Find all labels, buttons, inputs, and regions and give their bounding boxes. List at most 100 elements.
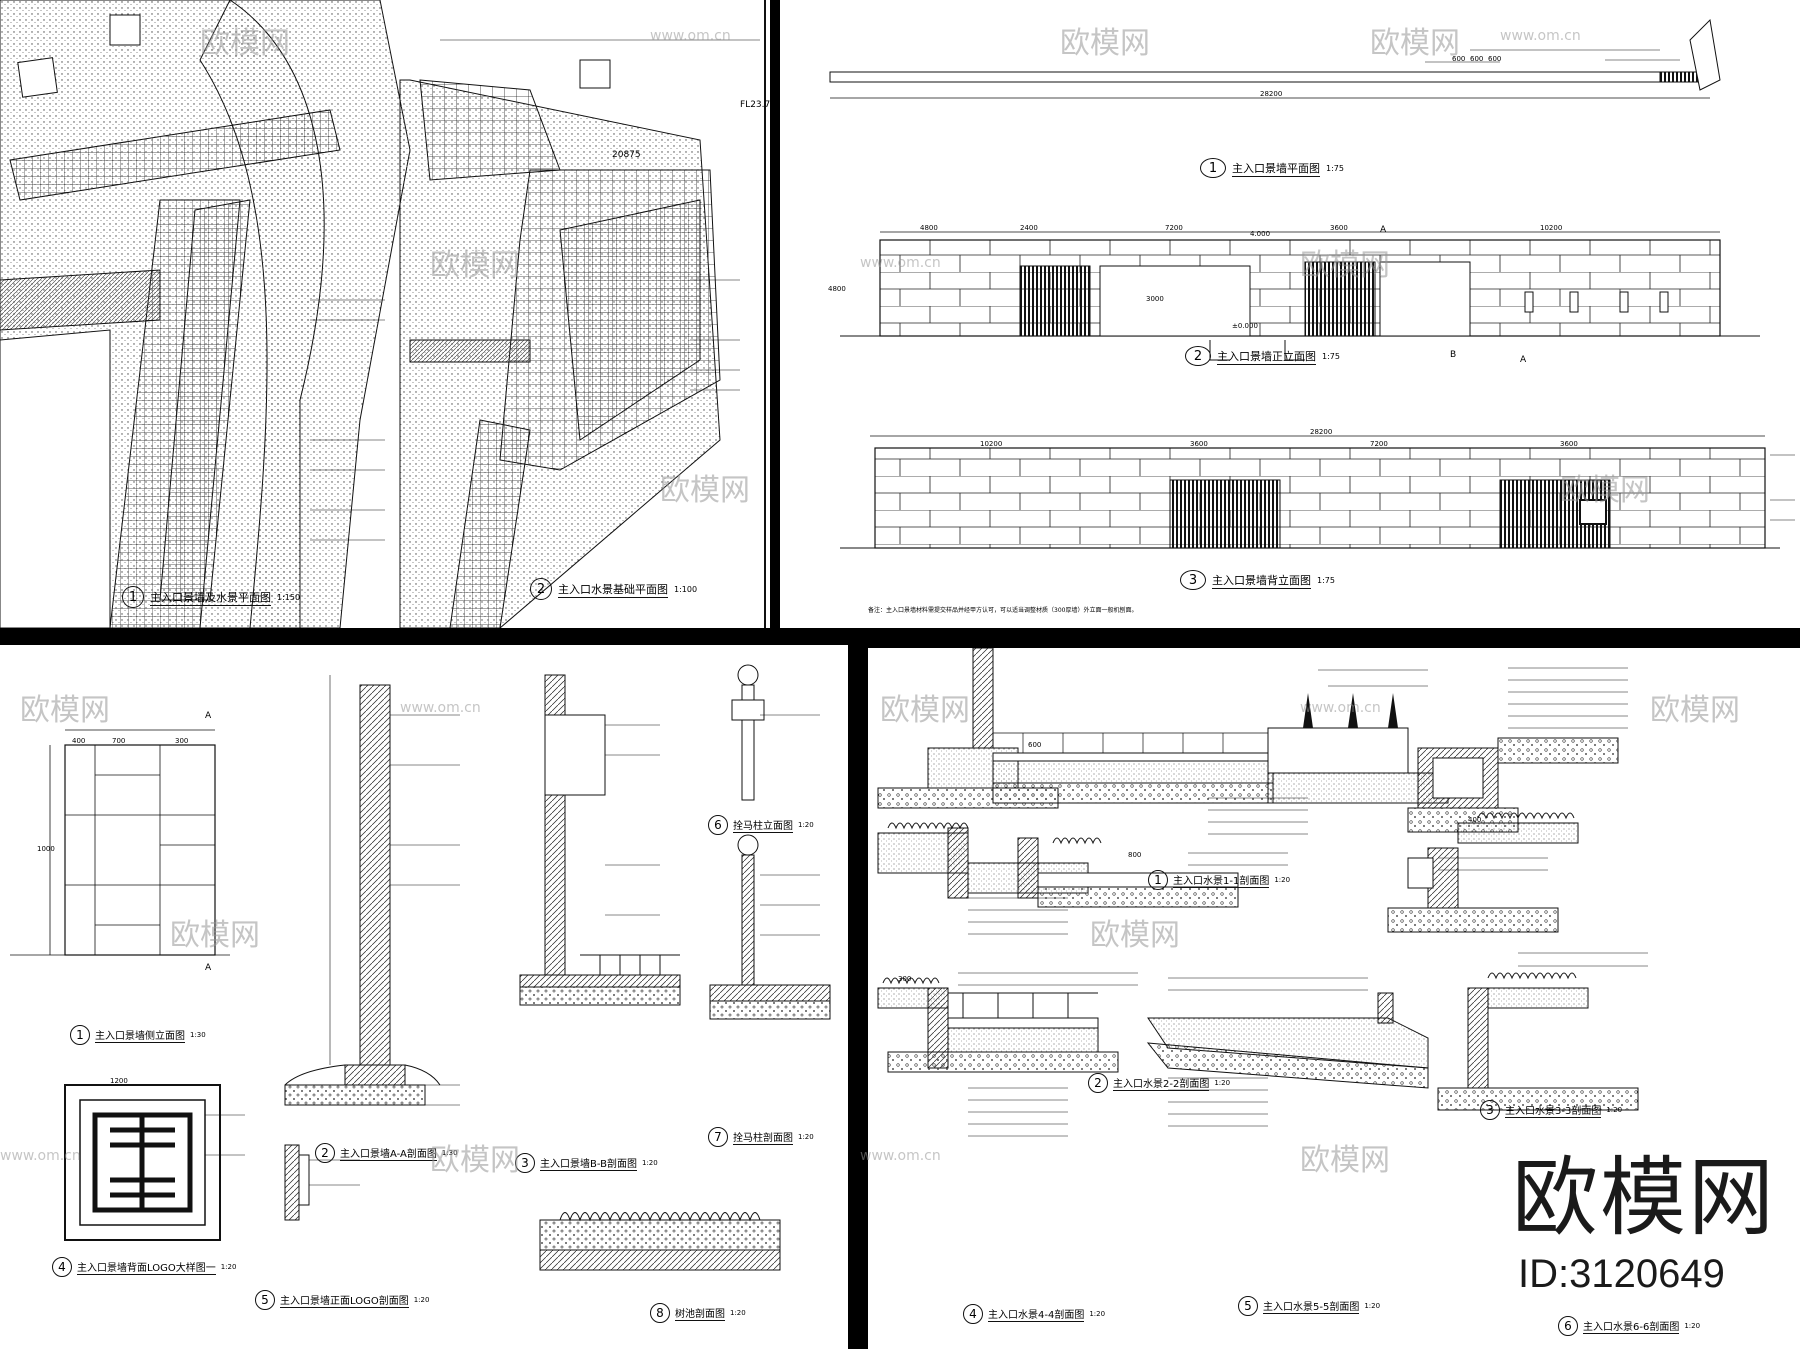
view-title-text: 主入口水景2-2剖面图 [1113,1075,1210,1091]
view-title-text: 主入口景墙背面LOGO大样图一 [77,1259,216,1275]
view-title-1: 1 主入口景墙平面图 1:75 [1200,158,1344,178]
view-title-text: 主入口水景3-3剖面图 [1505,1102,1602,1118]
view-title-text: 拴马柱剖面图 [733,1129,793,1145]
view-scale: 1:75 [1326,163,1344,173]
dim-label: 1000 [37,845,55,853]
dim-label: 1200 [110,1077,128,1085]
level-label: 4.000 [1250,230,1271,238]
view-title-3: 3 主入口水景3-3剖面图 1:20 [1480,1100,1622,1120]
dim-label: 300 [175,737,189,745]
view-title-text: 主入口水景5-5剖面图 [1263,1298,1360,1314]
view-title-3: 3 主入口景墙B-B剖面图 1:20 [515,1153,658,1173]
dim-label: 600 [1488,55,1502,63]
view-scale: 1:150 [277,592,301,602]
view-number-badge: 3 [1480,1100,1500,1120]
dim-label: 10200 [1540,224,1563,232]
view-scale: 1:75 [1317,575,1335,585]
view-scale: 1:20 [220,1263,237,1271]
view-title-6: 6 主入口水景6-6剖面图 1:20 [1558,1316,1700,1336]
view-scale: 1:20 [798,821,814,829]
view-number-badge: 5 [1238,1296,1258,1316]
view-number-badge: 4 [963,1304,983,1324]
view-number-badge: 1 [70,1025,90,1045]
section-mark: A [1520,355,1527,365]
view-title-text: 树池剖面图 [675,1305,725,1321]
view-title-text: 主入口水景6-6剖面图 [1583,1318,1680,1334]
level-label: ±0.000 [1232,322,1258,330]
panel-bottom-left: 400 700 300 1200 1000 A A 1 主入口景墙侧立面图 1:… [0,645,848,1349]
view-title-3: 3 主入口景墙背立面图 1:75 [1180,570,1335,590]
dim-label: 7200 [1165,224,1183,232]
view-scale: 1:20 [1274,876,1291,884]
view-scale: 1:100 [674,584,698,594]
panel-bottom-right: 600 800 400 300 1 主入口水景1-1剖面图 1:20 2 主入口… [868,648,1800,1349]
view-title-text: 主入口景墙正面LOGO剖面图 [280,1292,409,1308]
view-title-6: 6 拴马柱立面图 1:20 [708,815,814,835]
view-title-text: 拴马柱立面图 [733,817,793,833]
view-scale: 1:20 [1214,1079,1231,1087]
dim-label: 600 [1452,55,1466,63]
dim-label: 2400 [1020,224,1038,232]
view-title-2: 2 主入口水景2-2剖面图 1:20 [1088,1073,1230,1093]
view-number-badge: 6 [1558,1316,1578,1336]
dim-label: 7200 [1370,440,1388,448]
view-number-badge: 8 [650,1303,670,1323]
view-number-badge: 2 [315,1143,335,1163]
view-number-badge: 1 [1200,158,1226,178]
dim-label: 3600 [1560,440,1578,448]
panel-top-right: 600 600 600 28200 4800 2400 7200 3600 10… [780,0,1800,628]
view-title-1: 1 主入口水景1-1剖面图 1:20 [1148,870,1290,890]
view-scale: 1:20 [1606,1106,1623,1114]
view-number-badge: 2 [1088,1073,1108,1093]
section-mark: A [205,963,212,973]
view-title-text: 主入口水景基础平面图 [558,582,668,598]
section-mark: B [1450,350,1457,360]
view-number-badge: 2 [530,578,552,600]
view-scale: 1:30 [190,1031,206,1039]
dim-label: 3600 [1330,224,1348,232]
view-number-badge: 5 [255,1290,275,1310]
view-title-2: 2 主入口水景基础平面图 1:100 [530,578,697,600]
section-mark: A [205,711,212,721]
site-plan-drawing [0,0,766,628]
dim-label: 4800 [828,285,846,293]
dim-label: 800 [1128,851,1142,859]
view-scale: 1:20 [1364,1302,1381,1310]
dim-label: 20875 [612,150,641,160]
view-title-text: 主入口景墙平面图 [1232,161,1320,177]
waterscape-section-drawing [877,648,1648,1137]
dim-label: 300 [898,975,912,983]
view-title-5: 5 主入口景墙正面LOGO剖面图 1:20 [255,1290,429,1310]
view-number-badge: 3 [515,1153,535,1173]
view-scale: 1:20 [730,1309,746,1317]
level-label: FL23.7 [740,100,770,110]
view-title-4: 4 主入口水景4-4剖面图 1:20 [963,1304,1105,1324]
view-title-text: 主入口水景1-1剖面图 [1173,872,1270,888]
dim-label: 400 [72,737,86,745]
view-scale: 1:20 [798,1133,814,1141]
dim-label: 400 [1468,816,1482,824]
view-scale: 1:20 [413,1296,430,1304]
wall-detail-drawing [10,664,831,1271]
view-title-text: 主入口景墙正立面图 [1217,349,1316,365]
dim-label: 28200 [1260,90,1283,98]
view-title-2: 2 主入口景墙A-A剖面图 1:30 [315,1143,458,1163]
view-scale: 1:20 [1684,1322,1701,1330]
view-title-text: 主入口景墙侧立面图 [95,1027,185,1043]
dim-label: 28200 [1310,428,1333,436]
section-mark: A [1380,225,1387,235]
dim-label: 10200 [980,440,1003,448]
dim-label: 3600 [1190,440,1208,448]
view-number-badge: 2 [1185,346,1211,366]
dim-label: 4800 [920,224,938,232]
view-number-badge: 6 [708,815,728,835]
view-number-badge: 3 [1180,570,1206,590]
view-number-badge: 1 [122,586,144,608]
view-number-badge: 7 [708,1127,728,1147]
view-title-8: 8 树池剖面图 1:20 [650,1303,746,1323]
view-title-4: 4 主入口景墙背面LOGO大样图一 1:20 [52,1257,236,1277]
panel-top-left: 20875 FL23.7 1 主入口景墙及水景平面图 1:150 2 主入口水景… [0,0,770,628]
view-title-1: 1 主入口景墙及水景平面图 1:150 [122,586,300,608]
view-title-text: 主入口景墙B-B剖面图 [540,1155,637,1171]
view-title-text: 主入口水景4-4剖面图 [988,1306,1085,1322]
